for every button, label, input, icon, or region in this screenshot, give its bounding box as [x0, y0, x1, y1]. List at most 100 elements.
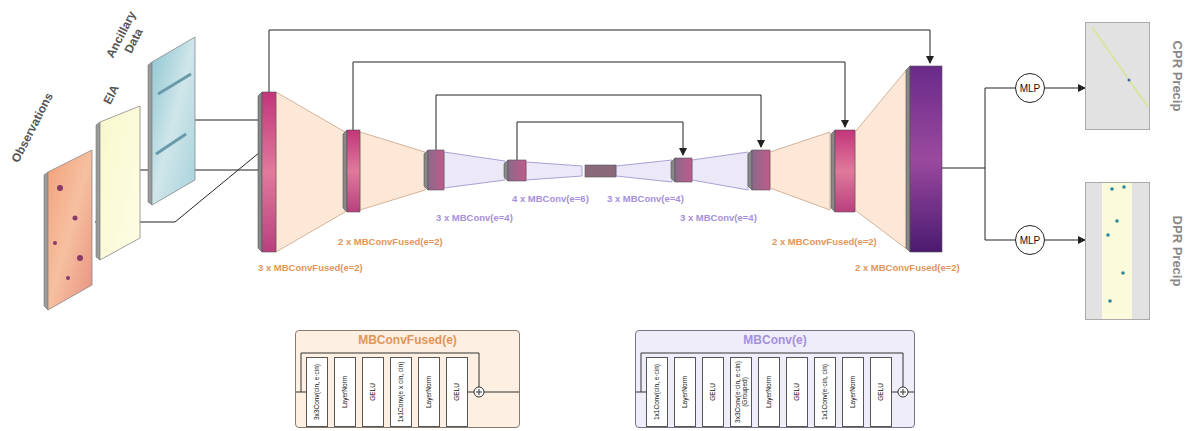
- dpr-swath: [1102, 183, 1132, 319]
- operation-box: LayerNorm: [418, 357, 440, 427]
- operation-label: 3x3Conv(cin, e·cin): [313, 360, 320, 424]
- observation-blob: [57, 185, 63, 191]
- operation-box: GELU: [702, 357, 724, 427]
- block-heading: MBConv(e): [636, 333, 914, 347]
- precip-spot: [1121, 271, 1125, 275]
- operation-label: 1x1Conv(e·cin, cin): [821, 360, 828, 424]
- operation-box: 3x3Conv(cin, e·cin): [306, 357, 328, 427]
- feature-maps-part: [347, 130, 360, 212]
- operation-label: 1x1Conv(cin, e·cin): [653, 360, 660, 424]
- operation-label: GELU: [877, 360, 884, 424]
- feature-maps-part: [675, 158, 692, 182]
- connector-arrow: [1045, 88, 1085, 89]
- block-funnels: [276, 68, 908, 252]
- layer-face: [100, 106, 140, 260]
- observation-blob: [73, 216, 78, 221]
- input-layer: Ancillary Data: [146, 34, 198, 210]
- input-layer: Observations: [40, 148, 98, 312]
- stage-label: 2 x MBConvFused(e=2): [855, 262, 960, 273]
- mlp-label: MLP: [1020, 235, 1041, 246]
- input-layer-shape: [146, 34, 198, 210]
- output-heading: CPR Precip: [1170, 41, 1185, 112]
- stage-label: 4 x MBConv(e=6): [512, 193, 589, 204]
- layer-face: [152, 37, 195, 205]
- output-map: DPR Precip: [1085, 182, 1150, 320]
- output-lines-part: [985, 88, 1015, 89]
- layer-label: Observations: [9, 91, 56, 166]
- feature-maps: [258, 66, 942, 252]
- mlp-circle: MLP: [1015, 225, 1045, 255]
- operation-box: 3x3Conv(e·cin, e·cin) (Grouped): [730, 357, 752, 427]
- residual-line: [468, 392, 474, 393]
- feature-maps-part: [258, 92, 262, 252]
- block-funnels-part: [855, 68, 908, 250]
- operation-label: GELU: [709, 360, 716, 424]
- stage-label: 2 x MBConvFused(e=2): [338, 236, 443, 247]
- layer-edge: [148, 62, 152, 205]
- block-funnels-part: [616, 160, 672, 182]
- operation-label: GELU: [793, 360, 800, 424]
- input-layer-shape: [96, 104, 144, 264]
- layer-label: Ancillary Data: [102, 4, 155, 72]
- block-funnels-part: [276, 92, 345, 252]
- operation-box: LayerNorm: [842, 357, 864, 427]
- operation-label: LayerNorm: [681, 360, 688, 424]
- observation-blob: [66, 276, 70, 280]
- feature-maps-part: [428, 150, 444, 190]
- feature-maps-part: [671, 158, 675, 182]
- feature-maps-part: [504, 160, 508, 181]
- input-layer-shape: [40, 148, 98, 312]
- output-lines: [942, 88, 1015, 240]
- sum-circle: [898, 387, 908, 397]
- layer-edge: [44, 172, 48, 310]
- skip-connections-part: [517, 122, 683, 160]
- block-funnels-part: [444, 152, 505, 188]
- residual-line: [484, 392, 519, 393]
- layer-label: EIA: [101, 83, 122, 107]
- feature-maps-part: [752, 150, 770, 190]
- precip-spot: [1115, 219, 1119, 223]
- block-funnels-part: [692, 152, 748, 190]
- feature-maps-part: [585, 165, 616, 177]
- operation-box: 1x1Conv(e·cin, cin): [814, 357, 836, 427]
- operation-label: LayerNorm: [341, 360, 348, 424]
- output-heading: DPR Precip: [1170, 216, 1185, 287]
- output-lines-part: [985, 240, 1015, 241]
- stage-label: 3 x MBConv(e=4): [607, 193, 684, 204]
- feature-maps-part: [424, 150, 428, 190]
- sum-circle: [474, 387, 484, 397]
- feature-maps-part: [748, 150, 752, 190]
- operation-box: 1x1Conv(e x cin, cin): [390, 357, 412, 427]
- residual-line: [476, 389, 482, 395]
- precip-map: [1086, 23, 1149, 129]
- operation-label: LayerNorm: [425, 360, 432, 424]
- operation-label: LayerNorm: [849, 360, 856, 424]
- residual-line: [892, 392, 898, 393]
- operation-label: 1x1Conv(e x cin, cin): [397, 360, 404, 424]
- stage-label: 3 x MBConv(e=4): [680, 212, 757, 223]
- operation-box: GELU: [446, 357, 468, 427]
- precip-spot: [1110, 187, 1114, 191]
- feature-maps-part: [910, 66, 942, 252]
- operation-box: LayerNorm: [674, 357, 696, 427]
- block-panel: MBConvFused(e)3x3Conv(cin, e·cin)LayerNo…: [295, 330, 520, 428]
- operation-box: GELU: [786, 357, 808, 427]
- skip-connections-part: [353, 62, 845, 130]
- stage-label: 2 x MBConvFused(e=2): [772, 236, 877, 247]
- feature-maps-part: [831, 130, 835, 212]
- precip-spot: [1106, 233, 1110, 237]
- operation-box: LayerNorm: [334, 357, 356, 427]
- cpr-swath: [1092, 27, 1148, 107]
- operation-label: 3x3Conv(e·cin, e·cin) (Grouped): [734, 360, 749, 424]
- operation-label: GELU: [369, 360, 376, 424]
- block-funnels-part: [770, 132, 830, 210]
- mlp-circle: MLP: [1015, 73, 1045, 103]
- observation-blob: [77, 255, 83, 261]
- operation-box: 1x1Conv(cin, e·cin): [646, 357, 668, 427]
- skip-connections-part: [269, 30, 930, 92]
- stage-label: 3 x MBConv(e=4): [436, 212, 513, 223]
- input-layer: EIA: [96, 104, 144, 264]
- stage-label: 3 x MBConvFused(e=2): [258, 262, 363, 273]
- residual-line: [900, 389, 906, 395]
